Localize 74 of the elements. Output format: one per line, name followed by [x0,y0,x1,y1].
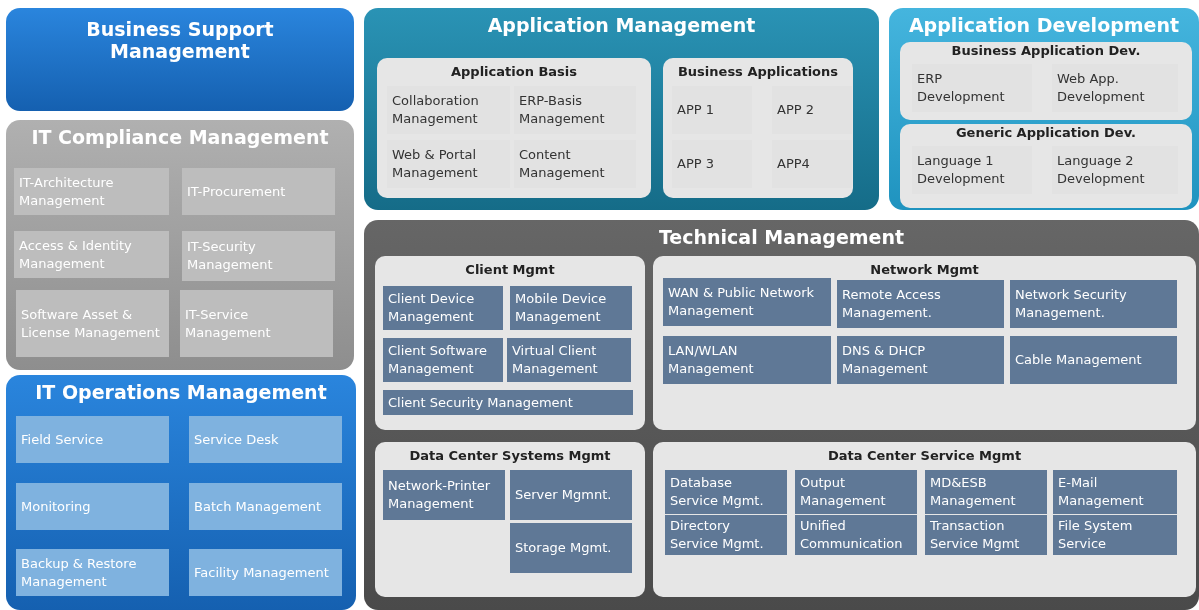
group-panel [6,375,356,610]
service-box: Client Security Management [383,390,633,415]
service-box: IT-Service Management [180,290,333,357]
panel-title: Application Development [907,14,1181,36]
panel-title: Technical Management [657,226,906,248]
panel-title: Data Center Service Mgmt [826,448,1023,463]
panel-title: IT Compliance Management [30,126,330,148]
service-box: IT-Procurement [182,168,335,215]
service-box: Network Security Management. [1010,280,1177,328]
service-box: Web App. Development [1052,64,1178,112]
service-box: Server Mgmnt. [510,470,632,520]
group-panel [6,120,354,370]
service-box: Access & Identity Management [14,231,169,278]
subgroup-panel [375,256,645,430]
service-box: Field Service [16,416,169,463]
service-box: Backup & Restore Management [16,549,169,596]
panel-title: Business Support Management [85,18,275,62]
service-box: Remote Access Management. [837,280,1004,328]
service-box: Batch Management [189,483,342,530]
panel-title: Business Applications [676,64,840,79]
service-box: Language 2 Development [1052,146,1178,194]
service-box: DNS & DHCP Management [837,336,1004,384]
panel-title: Generic Application Dev. [954,125,1138,140]
service-box: Software Asset & License Management [16,290,169,357]
service-box: Collaboration Management [387,86,510,134]
subgroup-panel [653,256,1196,430]
service-box: APP 3 [672,140,752,188]
service-box: Service Desk [189,416,342,463]
service-box: Network-Printer Management [383,470,505,520]
panel-title: Data Center Systems Mgmt [408,448,612,463]
service-box: Directory Service Mgmt. [665,515,787,555]
panel-title: Business Application Dev. [950,43,1142,58]
service-box: Database Service Mgmt. [665,470,787,514]
service-box: WAN & Public Network Management [663,278,831,326]
subgroup-panel [653,442,1196,597]
subgroup-panel [377,58,651,198]
service-box: File System Service [1053,515,1177,555]
panel-title: Network Mgmt [869,262,980,277]
service-box: Content Management [514,140,636,188]
group-panel [889,8,1199,210]
subgroup-panel [663,58,853,198]
service-box: IT-Architecture Management [14,168,169,215]
panel-title: Client Mgmt [464,262,556,277]
group-panel [6,8,354,111]
service-box: Unified Communication [795,515,917,555]
panel-title: Application Basis [449,64,579,79]
subgroup-panel [375,442,645,597]
service-box: ERP-Basis Management [514,86,636,134]
group-panel [364,8,879,210]
service-box: MD&ESB Management [925,470,1047,514]
service-box: Virtual Client Management [507,338,631,382]
service-box: APP 1 [672,86,752,134]
service-box: Language 1 Development [912,146,1032,194]
group-panel [364,220,1199,610]
panel-title: IT Operations Management [34,381,328,403]
service-box: LAN/WLAN Management [663,336,831,384]
service-box: Client Software Management [383,338,503,382]
service-box: Storage Mgmt. [510,523,632,573]
service-box: Transaction Service Mgmt [925,515,1047,555]
subgroup-panel [900,42,1192,120]
service-box: E-Mail Management [1053,470,1177,514]
subgroup-panel [900,124,1192,208]
service-box: Web & Portal Management [387,140,510,188]
service-box: IT-Security Management [182,231,335,281]
service-box: Output Management [795,470,917,514]
service-box: APP4 [772,140,852,188]
service-box: APP 2 [772,86,852,134]
panel-title: Application Management [486,14,757,36]
service-box: Cable Management [1010,336,1177,384]
service-box: Monitoring [16,483,169,530]
service-box: Facility Management [189,549,342,596]
service-box: Client Device Management [383,286,503,330]
service-box: ERP Development [912,64,1032,112]
service-box: Mobile Device Management [510,286,632,330]
